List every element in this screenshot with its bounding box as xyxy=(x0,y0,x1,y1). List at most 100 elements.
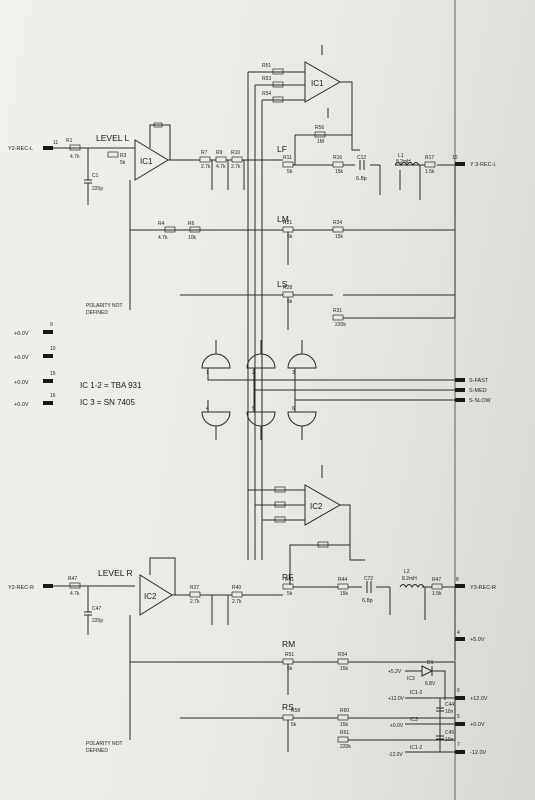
label-c47: C47 xyxy=(92,606,101,612)
label-polarity-right-1: POLARITY NOT xyxy=(86,741,123,747)
gate-4 xyxy=(201,411,231,427)
label-r21: R21 xyxy=(283,220,292,226)
connector-pin-12v xyxy=(455,696,465,700)
label-d1: D1 xyxy=(427,660,434,666)
opamp-ic3-top xyxy=(304,61,342,103)
label-r37: R37 xyxy=(190,585,199,591)
label-r47: R47 xyxy=(68,576,77,582)
resistor-r40 xyxy=(231,591,243,598)
wire-ic1 xyxy=(118,124,200,161)
value-r28: 5k xyxy=(287,299,293,305)
gate-5 xyxy=(246,411,276,427)
label-supply-m12v-inner: -12.0V xyxy=(388,752,403,758)
wire-right-filter xyxy=(200,594,283,625)
label-r3: R3 xyxy=(120,153,127,159)
label-supply-left-3: +0.0V xyxy=(14,380,29,386)
potentiometer-r28 xyxy=(282,291,294,298)
label-r56: R56 xyxy=(315,125,324,131)
resistor-r10 xyxy=(231,156,243,163)
label-supply-52v: +5.2V xyxy=(388,669,402,675)
connector-pin-supply-4 xyxy=(43,401,53,405)
label-r1: R1 xyxy=(66,138,73,144)
value-r10: 2.7k xyxy=(231,164,241,170)
resistor-r24 xyxy=(332,226,344,233)
note-ic3: IC 3 = SN 7405 xyxy=(80,398,135,407)
value-r24: 15k xyxy=(335,234,344,240)
label-r17: R17 xyxy=(425,155,434,161)
value-r21: 5k xyxy=(287,234,293,240)
value-r47b: 1.5k xyxy=(432,591,442,597)
wire-ic-top xyxy=(248,45,353,136)
label-c1: C1 xyxy=(92,173,99,179)
resistor-r61 xyxy=(337,736,349,743)
label-out-right: Y3-REC-R xyxy=(470,585,496,591)
label-ic12-neg: IC1-2 xyxy=(410,745,422,751)
note-ic12: IC 1-2 = TBA 931 xyxy=(80,381,142,390)
label-r6: R6 xyxy=(188,221,195,227)
resistor-r54 xyxy=(272,96,284,103)
label-r58: R58 xyxy=(291,708,300,714)
label-r54: R54 xyxy=(262,91,271,97)
pin-number-10: 10 xyxy=(50,346,56,352)
label-in-left: Y2-REC-L xyxy=(8,146,33,152)
gate-pin-6: 6 xyxy=(292,406,295,412)
gate-1 xyxy=(201,353,231,369)
label-supply-0v: +0.0V xyxy=(470,722,485,728)
potentiometer-r3 xyxy=(107,151,119,158)
resistor-r65 xyxy=(274,501,286,508)
gate-pin-3: 3 xyxy=(292,370,295,376)
value-r17: 1.5k xyxy=(425,169,435,175)
wire-vertical-bus xyxy=(247,72,263,560)
capacitor-c1 xyxy=(84,148,92,205)
resistor-r53 xyxy=(272,81,284,88)
label-polarity-right-2: DEFINED xyxy=(86,748,108,754)
label-ic3-gnd: IC3 xyxy=(410,717,418,723)
value-c12: 6.8p xyxy=(356,176,367,182)
opamp-ic2 xyxy=(139,574,173,616)
value-l1: 8.2mH xyxy=(396,159,411,165)
label-r51: R51 xyxy=(262,63,271,69)
wire-gate-outputs xyxy=(215,340,303,440)
label-r61: R61 xyxy=(340,730,349,736)
resistor-r60 xyxy=(337,714,349,721)
label-rm: RM xyxy=(282,639,295,649)
wire-ls-row xyxy=(180,294,455,319)
label-r47b: R47 xyxy=(432,577,441,583)
gate-3 xyxy=(287,353,317,369)
potentiometer-r41 xyxy=(282,583,294,590)
connector-pin-out-right xyxy=(455,584,465,588)
value-c1: 220p xyxy=(92,186,103,192)
pin-number-7: 7 xyxy=(457,742,460,748)
value-r54b: 15k xyxy=(340,666,349,672)
connector-pin-supply-2 xyxy=(43,354,53,358)
label-supply-left-1: +0.0V xyxy=(14,331,29,337)
capacitor-c47 xyxy=(84,586,92,635)
opamp-ic1 xyxy=(134,139,169,181)
value-r56: 1M xyxy=(317,139,324,145)
gate-6 xyxy=(287,411,317,427)
label-r28: R28 xyxy=(283,285,292,291)
label-r44: R44 xyxy=(338,577,347,583)
capacitor-c44 xyxy=(436,707,444,712)
label-s-fast: S-FAST xyxy=(469,378,489,384)
label-l2: L2 xyxy=(404,569,410,575)
connector-pin-supply-1 xyxy=(43,330,53,334)
value-r61: 220k xyxy=(340,744,351,750)
resistor-r16 xyxy=(332,161,344,168)
pin-number-11: 11 xyxy=(53,140,58,146)
capacitor-c45 xyxy=(436,735,444,740)
pin-number-9: 9 xyxy=(50,322,53,328)
label-r51b: R51 xyxy=(285,652,294,658)
value-r9: 4.7k xyxy=(216,164,226,170)
value-r6: 10k xyxy=(188,235,197,241)
wire-zener xyxy=(405,670,446,700)
label-ic-top: IC1 xyxy=(311,79,324,88)
wire-supply-rails xyxy=(405,697,455,753)
label-supply-left-4: +0.0V xyxy=(14,402,29,408)
resistor-r47 xyxy=(69,582,81,589)
value-c47: 220p xyxy=(92,618,103,624)
label-in-right: Y2-REC-R xyxy=(8,585,34,591)
value-r11: 5k xyxy=(287,169,293,175)
inductor-l1 xyxy=(394,162,420,166)
